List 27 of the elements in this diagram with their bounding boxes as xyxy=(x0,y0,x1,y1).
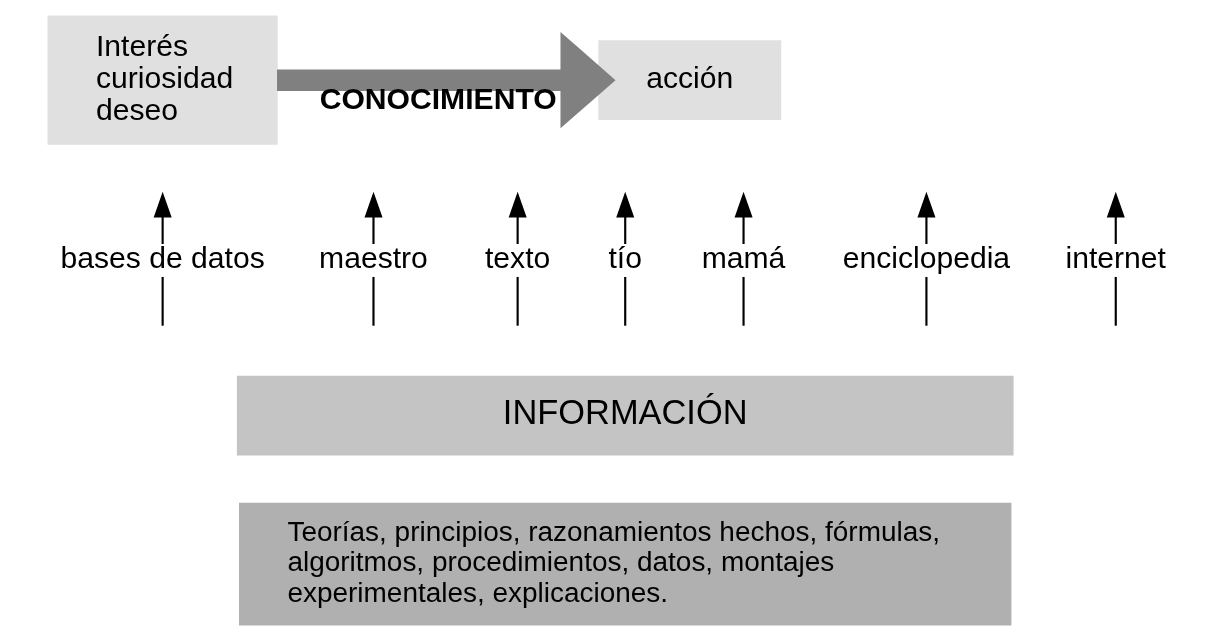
connector xyxy=(924,276,927,326)
node-text: mamá xyxy=(701,241,785,275)
node-text: bases de datos xyxy=(60,241,265,275)
arrow xyxy=(276,31,616,129)
node-text: internet xyxy=(1065,241,1166,275)
node-box: Interés curiosidad deseo xyxy=(47,15,278,145)
node-box: Teorías, principios, razonamientos hechos, fórmulas, algoritmos, procedimientos, datos, montajes experimentales, explicaciones. xyxy=(238,502,1011,626)
node-box: acción xyxy=(597,40,781,120)
arrow xyxy=(508,191,527,244)
connector xyxy=(516,276,519,326)
node-text: texto xyxy=(484,241,550,275)
arrow xyxy=(916,191,935,244)
arrow xyxy=(1106,191,1125,244)
arrow xyxy=(363,191,383,244)
arrow xyxy=(153,191,172,244)
connector xyxy=(161,276,164,326)
arrow xyxy=(734,191,753,244)
node-text: tío xyxy=(607,241,642,275)
node-text: enciclopedia xyxy=(842,241,1010,275)
connector xyxy=(371,276,375,326)
node-box: INFORMACIÓN xyxy=(236,375,1014,456)
arrow xyxy=(615,191,634,244)
node-text: maestro xyxy=(318,241,428,275)
connector xyxy=(1114,276,1117,326)
edge-label: CONOCIMIENTO xyxy=(319,81,557,115)
connector xyxy=(623,276,626,326)
connector xyxy=(741,276,745,326)
